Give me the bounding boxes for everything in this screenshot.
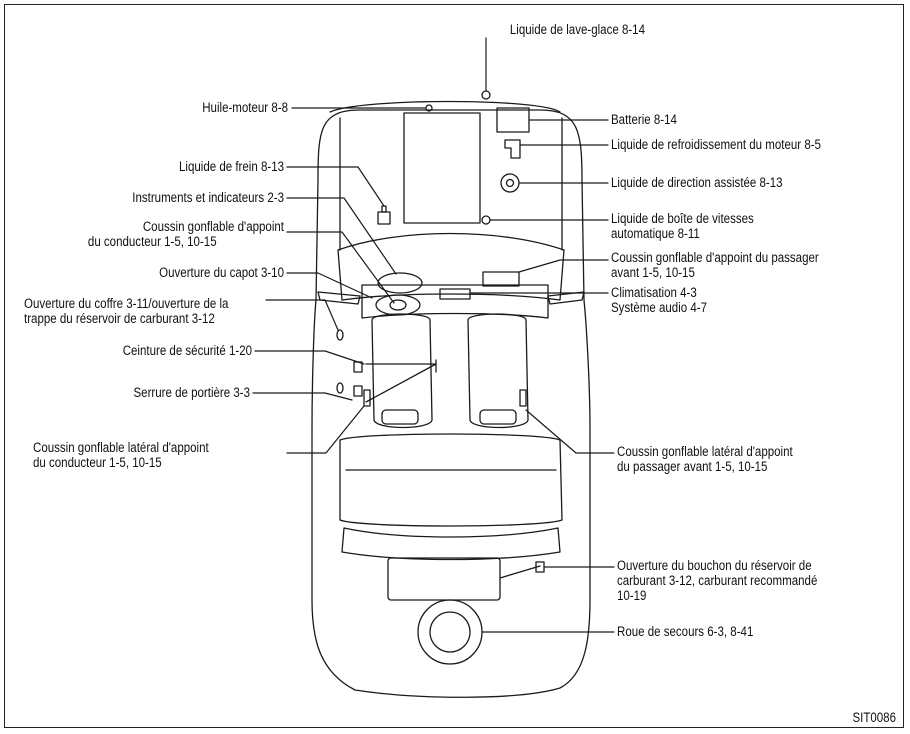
- label-ac: Climatisation 4-3 Système audio 4-7: [611, 285, 707, 315]
- label-door-lock: Serrure de portière 3-3: [133, 385, 250, 400]
- rear-window: [341, 527, 561, 561]
- right-mirror: [547, 291, 585, 305]
- label-fuel-cap-line-1: Ouverture du bouchon du réservoir de: [617, 558, 812, 573]
- label-driver-side-airbag-line-1: Coussin gonflable latéral d'appoint: [33, 440, 209, 455]
- label-passenger-airbag-line-1: Coussin gonflable d'appoint du passager: [611, 250, 819, 265]
- center-console-unit: [439, 288, 471, 300]
- label-driver-airbag-line-2: du conducteur 1-5, 10-15: [87, 234, 217, 249]
- engine-block: [403, 112, 481, 224]
- coolant-shape: [504, 139, 521, 159]
- steering-wheel: [375, 294, 421, 316]
- leader-driver-airbag: [286, 231, 395, 304]
- instrument-cluster: [377, 272, 423, 294]
- leader-brake: [286, 166, 385, 207]
- rear-seat: [339, 433, 563, 527]
- brake-reservoir: [377, 211, 391, 225]
- passenger-seat: [467, 313, 529, 429]
- windshield: [337, 232, 565, 301]
- label-fuel-cap-line-2: carburant 3-12, carburant recommandé: [617, 573, 818, 588]
- label-ac-line: Climatisation 4-3: [611, 285, 697, 300]
- label-passenger-airbag: Coussin gonflable d'appoint du passager …: [611, 250, 819, 280]
- passenger-airbag-panel: [482, 271, 520, 287]
- label-fuel-cap-line-3: 10-19: [617, 588, 647, 603]
- fuel-filler: [499, 565, 541, 579]
- driver-seat: [371, 313, 433, 429]
- car-body-outline: [311, 109, 591, 698]
- figure-frame: [4, 4, 904, 728]
- label-trunk: Ouverture du coffre 3-11/ouverture de la…: [24, 296, 228, 326]
- label-passenger-side-airbag-line-2: du passager avant 1-5, 10-15: [617, 459, 768, 474]
- dashboard: [361, 284, 549, 319]
- label-transmission-fluid: Liquide de boîte de vitesses automatique…: [611, 211, 754, 241]
- label-trunk-line-1: Ouverture du coffre 3-11/ouverture de la: [24, 296, 229, 311]
- leader-seatbelt: [254, 350, 365, 365]
- label-fuel-cap: Ouverture du bouchon du réservoir de car…: [617, 558, 817, 603]
- label-driver-side-airbag-line-2: du conducteur 1-5, 10-15: [33, 455, 162, 470]
- label-hood: Ouverture du capot 3-10: [159, 265, 284, 280]
- leader-driver-side-airbag: [286, 405, 365, 454]
- leader-passenger-airbag: [518, 259, 609, 273]
- leader-passenger-side-airbag: [525, 409, 615, 454]
- label-washer-fluid: Liquide de lave-glace 8-14: [509, 22, 645, 37]
- oil-cap-dot: [425, 104, 433, 112]
- leader-hood: [286, 272, 373, 299]
- label-brake-fluid: Liquide de frein 8-13: [178, 159, 284, 174]
- label-passenger-airbag-line-2: avant 1-5, 10-15: [611, 265, 695, 280]
- spare-wheel-shape: [417, 599, 483, 665]
- label-audio-line: Système audio 4-7: [611, 300, 708, 315]
- left-mirror: [317, 291, 361, 305]
- label-instruments: Instruments et indicateurs 2-3: [132, 190, 284, 205]
- label-spare-wheel: Roue de secours 6-3, 8-41: [617, 624, 754, 639]
- leader-trunk: [265, 299, 339, 331]
- label-transmission-line-1: Liquide de boîte de vitesses: [611, 211, 754, 226]
- label-engine-oil: Huile-moteur 8-8: [202, 100, 288, 115]
- label-coolant: Liquide de refroidissement du moteur 8-5: [611, 137, 821, 152]
- leader-instruments: [286, 197, 397, 275]
- seat-belt: [365, 359, 437, 403]
- label-transmission-line-2: automatique 8-11: [611, 226, 700, 241]
- label-passenger-side-airbag-line-1: Coussin gonflable latéral d'appoint: [617, 444, 793, 459]
- label-trunk-line-2: trappe du réservoir de carburant 3-12: [24, 311, 215, 326]
- label-driver-airbag-line-1: Coussin gonflable d'appoint: [142, 219, 284, 234]
- label-driver-side-airbag: Coussin gonflable latéral d'appoint du c…: [33, 440, 209, 470]
- label-driver-airbag: Coussin gonflable d'appoint du conducteu…: [74, 219, 284, 249]
- leader-lines: [252, 37, 615, 633]
- label-power-steering: Liquide de direction assistée 8-13: [611, 175, 783, 190]
- battery-shape: [496, 107, 530, 133]
- trunk-floor: [387, 557, 501, 601]
- washer-cap-dot: [481, 90, 491, 100]
- leader-door-lock: [252, 392, 353, 401]
- figure-code: SIT0086: [852, 710, 896, 725]
- label-battery: Batterie 8-14: [611, 112, 677, 127]
- label-seatbelt: Ceinture de sécurité 1-20: [122, 343, 252, 358]
- steering-reservoir: [500, 173, 520, 193]
- label-passenger-side-airbag: Coussin gonflable latéral d'appoint du p…: [617, 444, 793, 474]
- transmission-dipstick-dot: [481, 215, 491, 225]
